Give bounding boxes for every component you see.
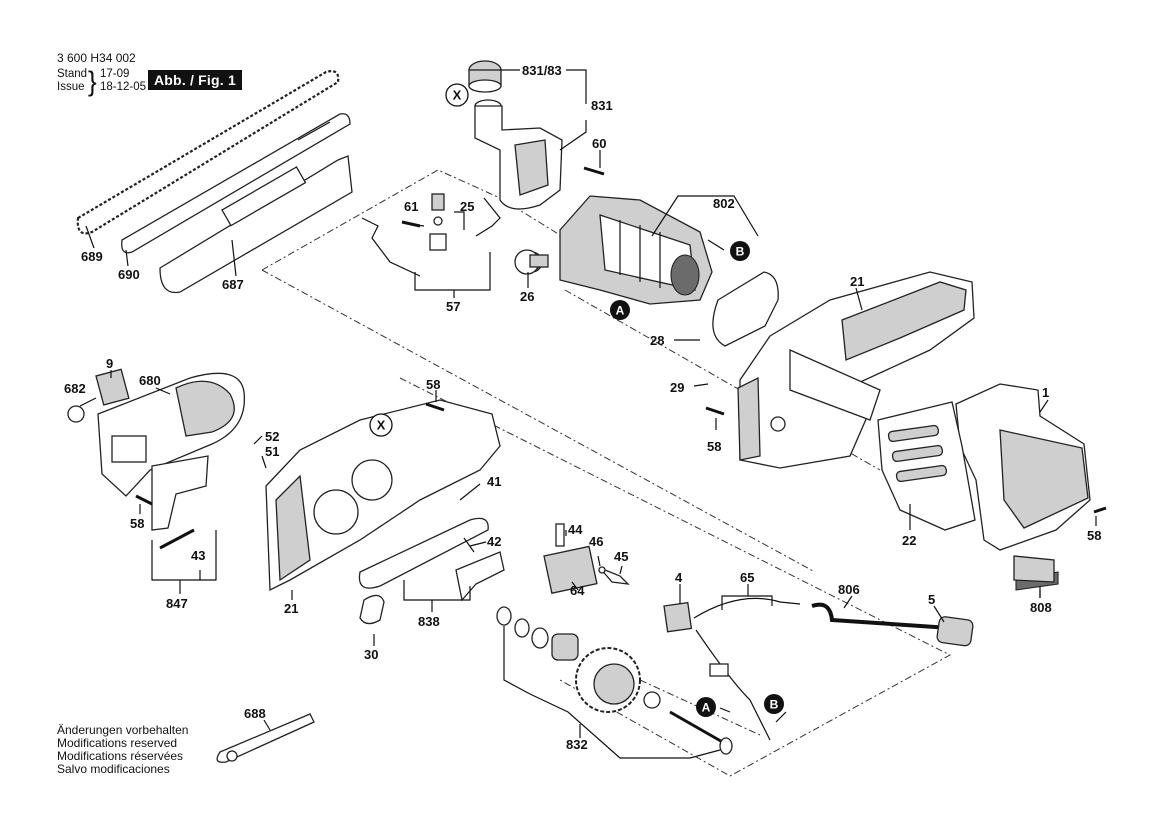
figure-badge: Abb. / Fig. 1 [148, 70, 242, 90]
label-57: 57 [446, 299, 460, 314]
label-42: 42 [487, 534, 501, 549]
brace-icon: } [88, 65, 97, 97]
issue-value: 18-12-05 [100, 81, 147, 93]
label-831-83: 831/83 [522, 63, 562, 78]
callout-b-bottom [764, 694, 784, 714]
brake-linkage [358, 517, 505, 625]
callout-b-top [730, 241, 750, 261]
label-688: 688 [244, 706, 266, 721]
label-689: 689 [81, 249, 103, 264]
label-806: 806 [838, 582, 860, 597]
cable-switch [663, 555, 1055, 741]
revision-values: 17-09 18-12-05 [100, 68, 146, 94]
bar-cover [159, 155, 353, 294]
label-41: 41 [487, 474, 501, 489]
key-tool [216, 713, 315, 763]
label-687: 687 [222, 277, 244, 292]
label-808: 808 [1030, 600, 1052, 615]
callouts: A B A B X X [369, 83, 784, 717]
label-838: 838 [418, 614, 440, 629]
note-de: Änderungen vorbehalten [57, 723, 189, 737]
label-832: 832 [566, 737, 588, 752]
label-9: 9 [106, 356, 113, 371]
label-61: 61 [404, 199, 418, 214]
callout-a-top-text: A [616, 304, 625, 318]
guide-bar [121, 113, 351, 254]
label-65: 65 [740, 570, 754, 585]
document-code: 3 600 H34 002 [57, 51, 136, 65]
pump-block [543, 523, 630, 594]
note-fr: Modifications réservées [57, 749, 184, 763]
motor-assembly [521, 195, 779, 347]
label-43: 43 [191, 548, 205, 563]
label-58-a: 58 [707, 439, 721, 454]
callout-x-top-text: X [453, 88, 462, 103]
chain-guard [67, 368, 246, 531]
label-25: 25 [460, 199, 474, 214]
label-690: 690 [118, 267, 140, 282]
sprocket-frame [265, 399, 501, 592]
label-58-c: 58 [426, 377, 440, 392]
issue-label: Issue [57, 81, 85, 93]
label-30: 30 [364, 647, 378, 662]
callout-x-middle [369, 413, 393, 437]
label-60: 60 [592, 136, 606, 151]
note-en: Modifications reserved [57, 736, 178, 750]
stand-value: 17-09 [100, 68, 130, 80]
callout-x-top [445, 83, 469, 107]
label-5: 5 [928, 592, 935, 607]
part-labels: 831/83 831 60 802 61 25 57 26 689 690 68… [64, 63, 1101, 752]
label-22: 22 [902, 533, 916, 548]
screws [135, 166, 1107, 550]
main-housing [737, 271, 975, 469]
label-802: 802 [713, 196, 735, 211]
label-44: 44 [568, 522, 583, 537]
callout-a-top [610, 300, 630, 320]
pinion [514, 249, 549, 275]
label-64: 64 [570, 583, 585, 598]
label-28: 28 [650, 333, 664, 348]
label-21-bottom: 21 [284, 601, 298, 616]
callout-a-bottom-text: A [702, 701, 711, 715]
label-682: 682 [64, 381, 86, 396]
revision-labels: Stand Issue [57, 68, 89, 94]
label-45: 45 [614, 549, 628, 564]
label-831: 831 [591, 98, 613, 113]
callout-b-bottom-text: B [770, 698, 779, 712]
modification-notes: Änderungen vorbehalten Modifications res… [57, 724, 188, 776]
callout-x-middle-text: X [377, 418, 386, 433]
leader-lines [79, 69, 1097, 759]
label-680: 680 [139, 373, 161, 388]
motor-housing [877, 383, 1091, 591]
label-58-d: 58 [130, 516, 144, 531]
label-26: 26 [520, 289, 534, 304]
label-52: 52 [265, 429, 279, 444]
label-46: 46 [589, 534, 603, 549]
stand-label: Stand [57, 68, 88, 80]
label-51: 51 [265, 444, 279, 459]
label-847: 847 [166, 596, 188, 611]
label-21-top: 21 [850, 274, 864, 289]
gear-train [496, 606, 733, 755]
label-1: 1 [1042, 385, 1049, 400]
oil-tank [468, 60, 563, 210]
callout-b-top-text: B [736, 245, 745, 259]
oil-pump [361, 193, 501, 277]
label-29: 29 [670, 380, 684, 395]
note-es: Salvo modificaciones [57, 762, 170, 776]
saw-chain [76, 70, 340, 235]
label-58-b: 58 [1087, 528, 1101, 543]
callout-a-bottom [696, 697, 716, 717]
label-4: 4 [675, 570, 683, 585]
